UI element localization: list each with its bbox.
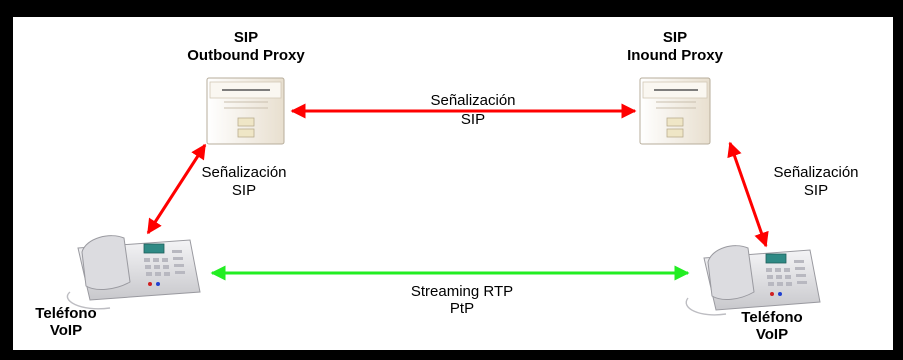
inbound-proxy-label-line2: Inound Proxy (627, 47, 723, 64)
right-phone-label-line2: VoIP (756, 326, 788, 343)
right-signaling-label-line1: Señalización (773, 164, 858, 181)
left-phone-label-line1: Teléfono (35, 305, 96, 322)
left-phone-label-line2: VoIP (50, 322, 82, 339)
outbound-proxy-label-line2: Outbound Proxy (187, 47, 305, 64)
left-signaling-label-line1: Señalización (201, 164, 286, 181)
right-phone-label-line1: Teléfono (741, 309, 802, 326)
left-signaling-label-line2: SIP (232, 182, 256, 199)
right-voip-phone-icon (685, 245, 821, 316)
left-voip-phone-icon (66, 235, 201, 310)
sip-signaling-arrow-left (146, 143, 207, 235)
proxy-signaling-label-line1: Señalización (430, 92, 515, 109)
inbound-proxy-server-icon (639, 77, 711, 145)
outbound-proxy-label-line1: SIP (234, 29, 258, 46)
sip-signaling-arrow-right (727, 141, 769, 248)
rtp-stream-label-line1: Streaming RTP (411, 283, 513, 300)
proxy-signaling-label-line2: SIP (461, 111, 485, 128)
inbound-proxy-label-line1: SIP (663, 29, 687, 46)
right-signaling-label-line2: SIP (804, 182, 828, 199)
rtp-stream-label-line2: PtP (450, 300, 474, 317)
outbound-proxy-server-icon (206, 77, 285, 145)
